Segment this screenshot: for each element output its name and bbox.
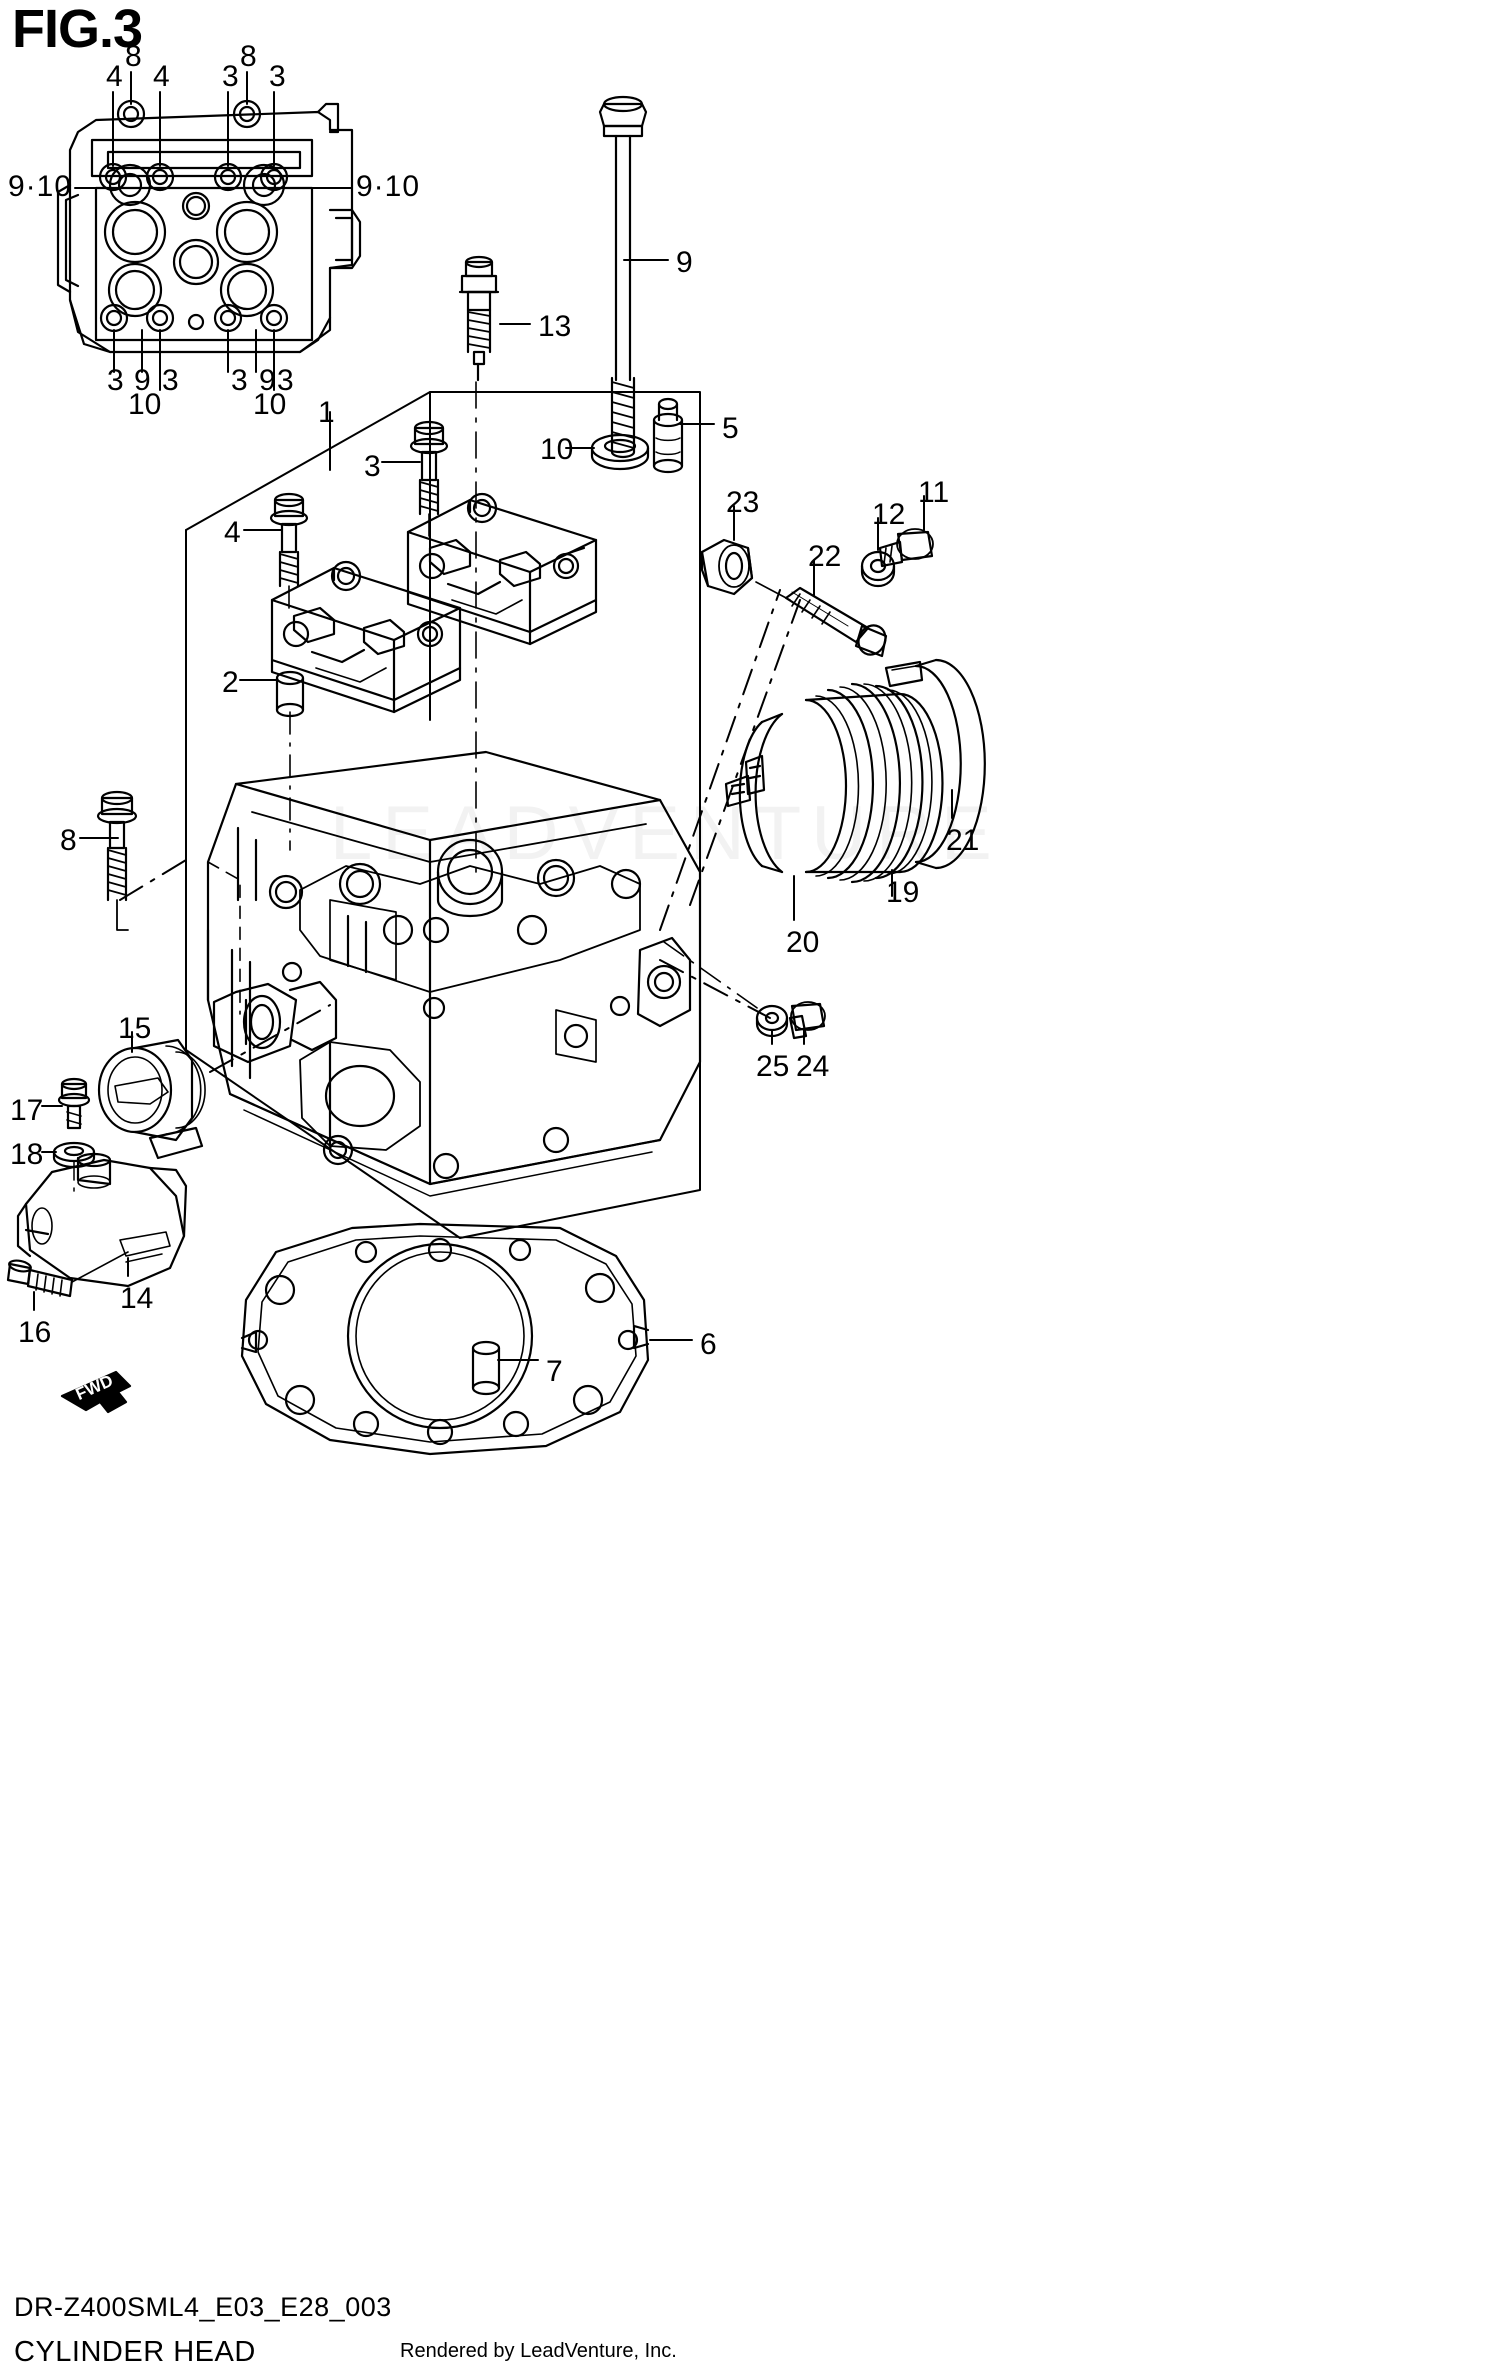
callout-2-dowel-pin: 2 xyxy=(222,666,239,699)
washer-10 xyxy=(592,435,648,469)
inset-bottom-label-3-b: 3 xyxy=(162,364,179,397)
footer-credit: Rendered by LeadVenture, Inc. xyxy=(400,2340,677,2362)
inset-label-4-right: 4 xyxy=(153,60,170,93)
inset-label-9-10-left: 9·10 xyxy=(8,170,73,203)
inset-bottom-label-3-a: 3 xyxy=(107,364,124,397)
inset-label-8-left: 8 xyxy=(125,40,142,73)
bolt-16 xyxy=(8,1252,128,1296)
callout-7-pin: 7 xyxy=(546,1355,563,1388)
inset-bottom-label-9-b: 9 xyxy=(259,364,276,397)
inset-bottom-label-3-c: 3 xyxy=(231,364,248,397)
callout-22-bolt: 22 xyxy=(808,540,842,573)
washer-25 xyxy=(757,1006,787,1036)
callout-21-o-ring: 21 xyxy=(946,824,980,857)
callout-4-bolt: 4 xyxy=(224,516,241,549)
callout-11-bolt: 11 xyxy=(918,476,950,509)
watermark: LEADVENTURE xyxy=(330,791,1002,876)
washer-18 xyxy=(54,1143,94,1196)
callout-18-washer: 18 xyxy=(10,1138,44,1171)
nut-23 xyxy=(702,540,790,600)
callout-6-head-gasket: 6 xyxy=(700,1328,717,1361)
callout-16-bolt: 16 xyxy=(18,1316,52,1349)
callout-15-thermostat: 15 xyxy=(118,1012,152,1045)
callout-20-clamp: 20 xyxy=(786,926,820,959)
spark-plug-13 xyxy=(460,257,498,880)
bolt-22 xyxy=(786,588,891,659)
inset-bottom-label-10-a: 10 xyxy=(128,388,162,421)
callout-25-washer: 25 xyxy=(756,1050,790,1083)
callout-8-bolt: 8 xyxy=(60,824,77,857)
bolt-11 xyxy=(880,529,933,566)
figure-title: FIG.3 xyxy=(12,0,143,59)
inset-bottom-label-3-d: 3 xyxy=(277,364,294,397)
inset-head-top-view xyxy=(58,101,360,352)
callout-17-bolt: 17 xyxy=(10,1094,44,1127)
callout-23-nut: 23 xyxy=(726,486,760,519)
footer-figure-name: CYLINDER HEAD xyxy=(14,2336,256,2368)
callout-24-bolt: 24 xyxy=(796,1050,830,1083)
footer-part-code: DR-Z400SML4_E03_E28_003 xyxy=(14,2292,392,2322)
inset-label-4-left: 4 xyxy=(106,60,123,93)
callout-9-stud-bolt: 9 xyxy=(676,246,693,279)
bolt-3 xyxy=(411,422,447,540)
bolt-8 xyxy=(98,792,136,930)
callout-1-cylinder-head: 1 xyxy=(318,396,335,429)
dowel-pin-2 xyxy=(277,672,303,850)
fwd-arrow-label: FWD xyxy=(72,1370,116,1405)
thermostat-case-14 xyxy=(18,1154,186,1286)
dowel-5 xyxy=(654,399,682,472)
thermostat-15 xyxy=(99,1040,205,1158)
head-gasket-6 xyxy=(242,1224,648,1454)
callout-13-spark-plug: 13 xyxy=(538,310,572,343)
inset-label-9-10-right: 9·10 xyxy=(356,170,421,203)
stud-bolt-9 xyxy=(600,97,646,457)
inset-label-8-right: 8 xyxy=(240,40,257,73)
callout-10-washer: 10 xyxy=(540,433,574,466)
inset-label-3-right: 3 xyxy=(269,60,286,93)
inset-bottom-label-10-b: 10 xyxy=(253,388,287,421)
callout-14-thermostat-case: 14 xyxy=(120,1282,154,1315)
callout-3-bolt: 3 xyxy=(364,450,381,483)
washer-12 xyxy=(862,552,894,586)
bolt-4 xyxy=(271,494,307,612)
inset-bottom-label-9-a: 9 xyxy=(134,364,151,397)
inset-label-3-left: 3 xyxy=(222,60,239,93)
camshaft-holder-rear xyxy=(408,494,596,644)
callout-5-dowel: 5 xyxy=(722,412,739,445)
callout-12-washer: 12 xyxy=(872,498,906,531)
camshaft-holder-front xyxy=(272,562,460,712)
pin-7 xyxy=(473,1342,499,1394)
callout-19-intake-boot: 19 xyxy=(886,876,920,909)
bolt-17 xyxy=(59,1079,89,1128)
